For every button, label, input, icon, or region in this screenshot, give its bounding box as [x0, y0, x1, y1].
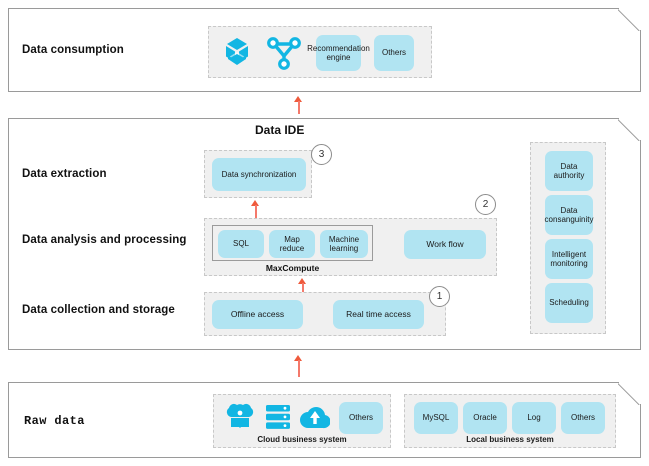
panel-notch-corner-icon-3 [618, 382, 641, 405]
tile-sql-label: SQL [232, 239, 249, 249]
tile-mysql[interactable]: MySQL [414, 402, 458, 434]
arrow-analysis-to-extraction [251, 200, 260, 218]
marker-2-label: 2 [482, 199, 489, 210]
marker-2: 2 [475, 194, 496, 215]
local-business-system-caption: Local business system [466, 435, 554, 444]
panel-notch-corner-icon [618, 8, 641, 31]
tile-work-flow[interactable]: Work flow [404, 230, 486, 259]
marker-3: 3 [311, 144, 332, 165]
collection-group: Offline access Real time access [204, 292, 446, 336]
tile-data-authority-label: Data authority [553, 161, 585, 180]
tile-oracle-label: Oracle [473, 413, 497, 423]
data-cube-icon [219, 35, 255, 71]
panel-label-raw-data: Raw data [24, 414, 85, 428]
tile-recommendation-engine-label: Recommendation engine [307, 43, 370, 62]
local-business-system-group: MySQL Oracle Log Others Local business s… [404, 394, 616, 448]
tile-data-authority[interactable]: Data authority [545, 151, 593, 191]
tile-cloud-others[interactable]: Others [339, 402, 383, 434]
tile-log-label: Log [527, 413, 541, 423]
maxcompute-box: SQL Map reduce Machine learning [212, 225, 373, 261]
tile-oracle[interactable]: Oracle [463, 402, 507, 434]
tile-mysql-label: MySQL [422, 413, 450, 423]
cloud-business-system-group: Others Cloud business system [213, 394, 391, 448]
graph-network-icon [264, 34, 304, 72]
tile-sql[interactable]: SQL [218, 230, 264, 258]
panel-data-consumption: Data consumption [8, 8, 641, 92]
tile-data-consanguinity-label: Data consanguinity [544, 205, 594, 224]
consumption-group: Recommendation engine Others [208, 26, 432, 78]
cluster-icon [224, 402, 256, 432]
panel-notch-corner-icon-2 [618, 118, 641, 141]
marker-1: 1 [429, 286, 450, 307]
panel-label-data-analysis: Data analysis and processing [22, 234, 187, 246]
analysis-group: SQL Map reduce Machine learning MaxCompu… [204, 218, 497, 276]
panel-label-data-consumption: Data consumption [22, 44, 124, 56]
cloud-business-system-caption: Cloud business system [257, 435, 347, 444]
panel-label-data-collection: Data collection and storage [22, 304, 175, 316]
tile-map-reduce-label: Map reduce [279, 234, 305, 253]
tile-data-consanguinity[interactable]: Data consanguinity [545, 195, 593, 235]
tile-data-synchronization-label: Data synchronization [221, 169, 297, 179]
tile-map-reduce[interactable]: Map reduce [269, 230, 315, 258]
tile-machine-learning[interactable]: Machine learning [320, 230, 368, 258]
page-title-data-ide: Data IDE [255, 123, 305, 137]
tile-offline-access-label: Offline access [230, 308, 285, 319]
tile-machine-learning-label: Machine learning [328, 234, 360, 253]
marker-3-label: 3 [318, 149, 325, 160]
tile-data-synchronization[interactable]: Data synchronization [212, 158, 306, 191]
tile-intelligent-monitoring-label: Intelligent monitoring [550, 249, 588, 268]
tile-real-time-access-label: Real time access [346, 308, 411, 319]
governance-group: Data authority Data consanguinity Intell… [530, 142, 606, 334]
tile-consumption-others-label: Others [381, 48, 406, 58]
tile-work-flow-label: Work flow [426, 238, 464, 249]
tile-local-others-label: Others [570, 413, 595, 423]
panel-data-ide: Data IDE Data extraction Data analysis a… [8, 118, 641, 350]
maxcompute-caption: MaxCompute [265, 263, 320, 273]
database-stack-icon [264, 403, 292, 431]
panel-label-data-extraction: Data extraction [22, 168, 107, 180]
tile-scheduling[interactable]: Scheduling [545, 283, 593, 323]
tile-consumption-others[interactable]: Others [374, 35, 414, 71]
panel-raw-data: Raw data [8, 382, 641, 458]
arrow-collection-to-analysis [298, 278, 307, 296]
tile-real-time-access[interactable]: Real time access [333, 300, 424, 329]
cloud-upload-icon [300, 404, 331, 431]
arrow-up-to-consumption [294, 96, 303, 114]
tile-intelligent-monitoring[interactable]: Intelligent monitoring [545, 239, 593, 279]
tile-log[interactable]: Log [512, 402, 556, 434]
marker-1-label: 1 [436, 291, 443, 302]
tile-scheduling-label: Scheduling [549, 298, 589, 308]
tile-cloud-others-label: Others [348, 413, 373, 423]
arrow-up-to-data-ide [294, 355, 303, 377]
tile-offline-access[interactable]: Offline access [212, 300, 303, 329]
tile-local-others[interactable]: Others [561, 402, 605, 434]
extraction-group: Data synchronization [204, 150, 312, 198]
tile-recommendation-engine[interactable]: Recommendation engine [307, 35, 370, 71]
